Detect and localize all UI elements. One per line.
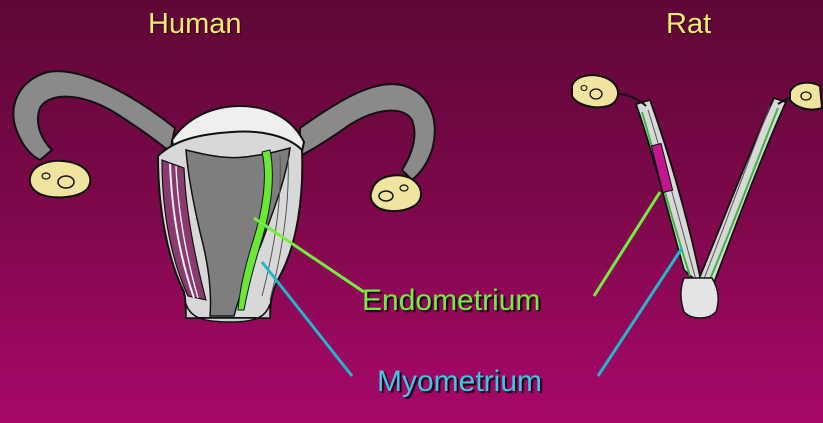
rat-right-ovary (790, 83, 822, 110)
human-left-ovary (30, 161, 90, 198)
rat-title: Rat (666, 8, 711, 41)
rat-left-ovary (572, 75, 618, 107)
human-title: Human (148, 8, 242, 41)
endometrium-label: Endometrium (362, 284, 540, 318)
rat-right-uterine-horn (696, 98, 786, 288)
endometrium-line-rat (594, 192, 660, 296)
human-right-fallopian-tube (300, 84, 435, 180)
rat-uterus (572, 75, 822, 318)
human-right-ovary (371, 175, 421, 211)
human-left-fallopian-tube (13, 71, 175, 160)
myometrium-label: Myometrium (377, 365, 542, 399)
rat-cervix (681, 278, 718, 318)
myometrium-line-human (262, 262, 352, 376)
